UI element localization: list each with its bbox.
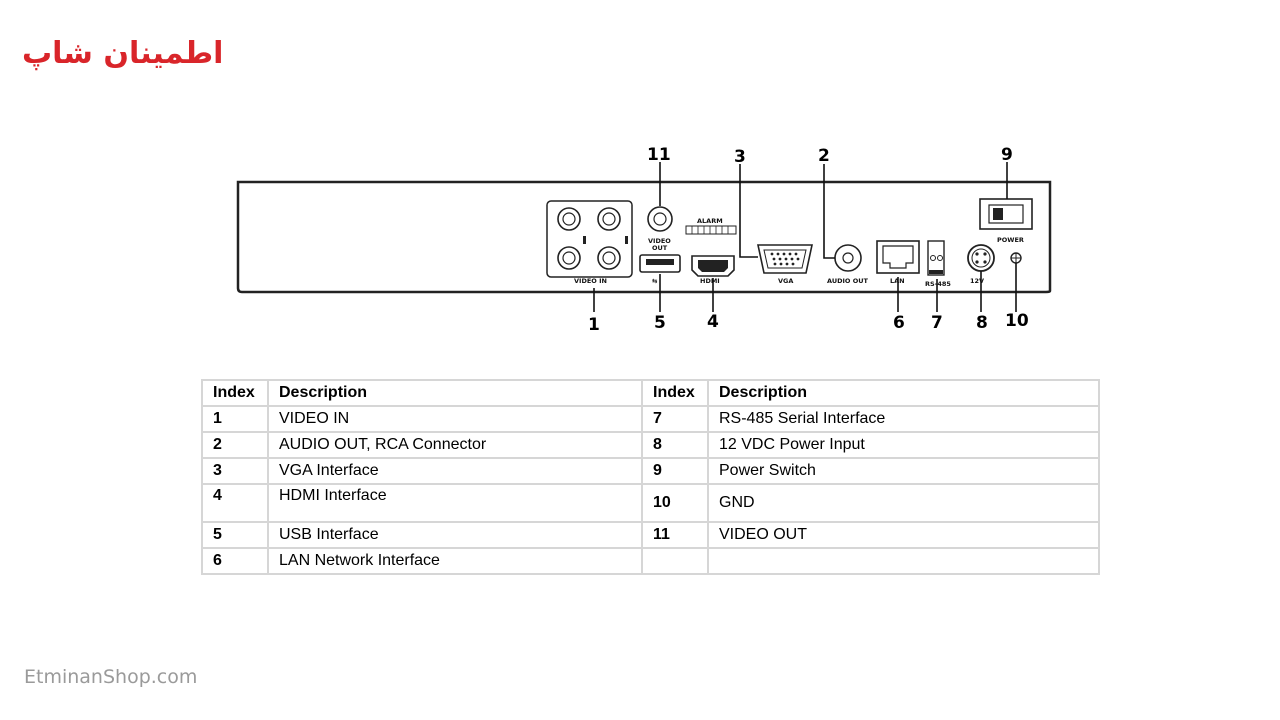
description-cell: GND bbox=[707, 483, 1100, 523]
video-out-panel-label-1: VIDEO bbox=[648, 237, 671, 245]
description-cell: VIDEO IN bbox=[267, 405, 643, 433]
index-cell: 7 bbox=[641, 405, 709, 433]
description-cell: VIDEO OUT bbox=[707, 521, 1100, 549]
video-in-panel-label: VIDEO IN bbox=[574, 277, 607, 285]
header-index-left: Index bbox=[201, 379, 269, 407]
audio-out-rca: AUDIO OUT bbox=[827, 244, 869, 285]
alarm-panel-label: ALARM bbox=[697, 217, 723, 225]
callout-9: 9 bbox=[1001, 145, 1013, 165]
audio-out-panel-label: AUDIO OUT bbox=[827, 277, 869, 285]
alarm-terminal: ALARM bbox=[685, 217, 737, 235]
description-cell: LAN Network Interface bbox=[267, 547, 643, 575]
table-row: 1 VIDEO IN 7 RS-485 Serial Interface bbox=[201, 405, 1100, 433]
callout-10: 10 bbox=[1005, 311, 1029, 331]
header-index-right: Index bbox=[641, 379, 709, 407]
index-cell: 10 bbox=[641, 483, 709, 523]
vga-panel-label: VGA bbox=[778, 277, 793, 285]
index-cell: 2 bbox=[201, 431, 269, 459]
table-row: 2 AUDIO OUT, RCA Connector 8 12 VDC Powe… bbox=[201, 431, 1100, 459]
index-cell: 5 bbox=[201, 521, 269, 549]
rear-panel-diagram: VIDEO IN VIDEO OUT ALARM ⇆ HDMI VGA bbox=[236, 145, 1052, 335]
callout-5: 5 bbox=[654, 313, 666, 333]
callout-11: 11 bbox=[647, 145, 671, 165]
header-description-left: Description bbox=[267, 379, 643, 407]
callout-6: 6 bbox=[893, 313, 905, 333]
callout-4: 4 bbox=[707, 312, 719, 332]
index-cell: 3 bbox=[201, 457, 269, 485]
description-cell: Power Switch bbox=[707, 457, 1100, 485]
power-input-panel-label: 12V bbox=[970, 277, 984, 285]
callout-8: 8 bbox=[976, 313, 988, 333]
callout-2: 2 bbox=[818, 146, 830, 166]
table-header-row: Index Description Index Description bbox=[201, 379, 1100, 407]
video-out-bnc: VIDEO OUT bbox=[647, 206, 673, 252]
table-row: 3 VGA Interface 9 Power Switch bbox=[201, 457, 1100, 485]
description-cell: USB Interface bbox=[267, 521, 643, 549]
description-cell: RS-485 Serial Interface bbox=[707, 405, 1100, 433]
description-cell: AUDIO OUT, RCA Connector bbox=[267, 431, 643, 459]
index-cell: 1 bbox=[201, 405, 269, 433]
header-description-right: Description bbox=[707, 379, 1100, 407]
description-cell bbox=[707, 547, 1100, 575]
video-out-panel-label-2: OUT bbox=[652, 244, 668, 252]
table-row: 4 HDMI Interface 10 GND bbox=[201, 483, 1100, 523]
index-cell: 11 bbox=[641, 521, 709, 549]
usb-port: ⇆ bbox=[639, 254, 681, 285]
footer-site-url: EtminanShop.com bbox=[24, 666, 198, 688]
power-panel-label: POWER bbox=[997, 236, 1024, 244]
callout-3: 3 bbox=[734, 147, 746, 167]
table-row: 5 USB Interface 11 VIDEO OUT bbox=[201, 521, 1100, 549]
index-cell bbox=[641, 547, 709, 575]
callout-7: 7 bbox=[931, 313, 943, 333]
table-row: 6 LAN Network Interface bbox=[201, 547, 1100, 575]
brand-logo: اطمینان شاپ bbox=[22, 36, 224, 71]
callout-leaders bbox=[593, 162, 1017, 312]
rs485-panel-label: RS-485 bbox=[925, 280, 951, 288]
index-cell: 9 bbox=[641, 457, 709, 485]
index-cell: 4 bbox=[201, 483, 269, 523]
description-cell: 12 VDC Power Input bbox=[707, 431, 1100, 459]
vga-port: VGA bbox=[757, 244, 813, 285]
rs485-terminal: RS-485 bbox=[925, 240, 951, 288]
description-cell: HDMI Interface bbox=[267, 483, 643, 523]
index-cell: 8 bbox=[641, 431, 709, 459]
usb-icon: ⇆ bbox=[652, 277, 658, 285]
gnd-terminal bbox=[1010, 252, 1022, 264]
index-cell: 6 bbox=[201, 547, 269, 575]
interface-table: Index Description Index Description 1 VI… bbox=[201, 379, 1100, 575]
description-cell: VGA Interface bbox=[267, 457, 643, 485]
hdmi-port: HDMI bbox=[691, 255, 735, 285]
callout-1: 1 bbox=[588, 315, 600, 335]
chassis-outline bbox=[236, 180, 1052, 294]
video-in-bnc-group: VIDEO IN bbox=[546, 200, 633, 285]
power-switch: POWER bbox=[979, 198, 1033, 244]
hdmi-panel-label: HDMI bbox=[700, 277, 720, 285]
